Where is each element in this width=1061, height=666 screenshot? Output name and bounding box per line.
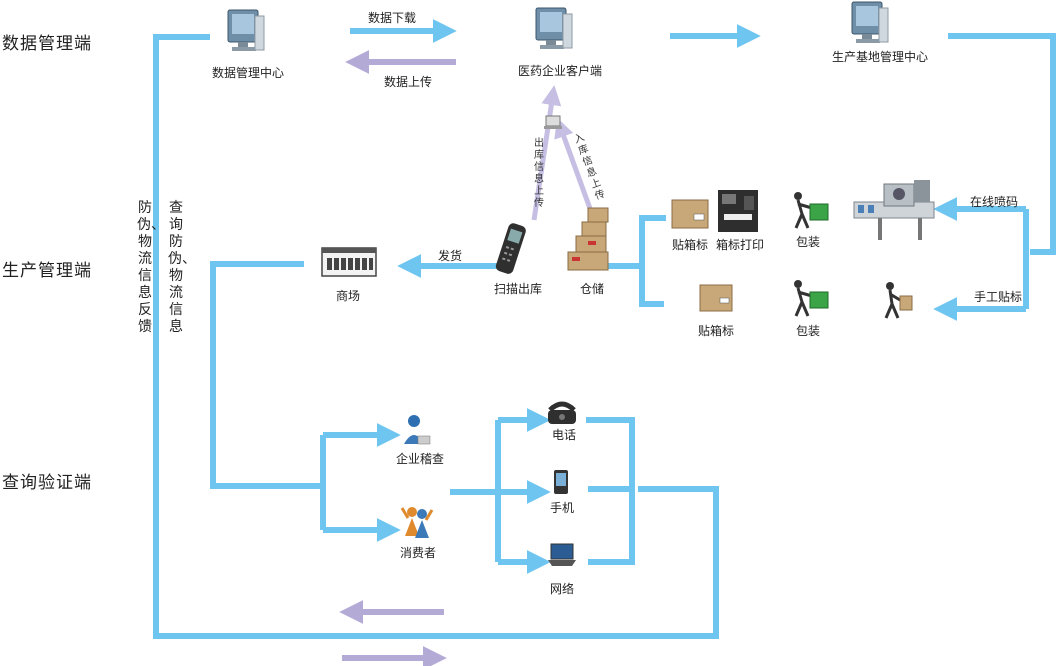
section-production-mgmt: 生产管理端 [2,261,92,281]
label-box-label-2: 贴箱标 [698,324,735,338]
mall-icon [321,247,377,277]
label-manual-label: 手工贴标 [974,290,1023,304]
label-download: 数据下载 [368,11,417,25]
label-out-upload: 出库信息上传 [534,138,544,209]
label-query: 查询防伪、物流信息 [168,200,196,335]
label-pharma-client: 医药企业客户端 [518,64,603,78]
flow-lines [153,33,1056,639]
packing-icon [794,280,829,317]
label-consumer: 消费者 [400,546,437,560]
labeling-machine-icon [853,180,935,240]
outer-loop-line [153,34,719,639]
label-box-label-1: 贴箱标 [672,238,709,252]
network-laptop-icon [548,543,576,566]
label-online-spray: 在线喷码 [970,195,1019,209]
label-pack-2: 包装 [796,324,821,338]
label-base-center: 生产基地管理中心 [832,50,929,64]
printer-icon [718,190,758,232]
label-storage: 仓储 [580,282,605,296]
label-feedback: 防伪、物流信息反馈 [137,200,165,335]
in-upload-arrow [554,117,595,215]
telephone-icon [548,401,576,424]
manual-label-icon [884,282,913,319]
box-label-icon [699,284,733,312]
out-upload-arrow [531,85,562,221]
label-pack-1: 包装 [796,235,821,249]
mobile-phone-icon [554,470,568,494]
label-mall: 商场 [336,289,361,303]
label-data-center: 数据管理中心 [212,66,285,80]
consumer-icon [400,507,434,538]
section-data-mgmt: 数据管理端 [2,34,92,54]
scanner-icon [495,223,526,274]
label-label-print: 箱标打印 [716,238,765,252]
prod-branch-line [639,215,664,307]
label-ship: 发货 [438,249,463,263]
packing-icon [794,192,829,229]
base-center-route [948,33,1056,255]
audit-person-icon [404,415,431,445]
label-upload: 数据上传 [384,75,433,89]
blue-arrows [323,19,1026,574]
laptop-icon [544,115,562,129]
computer-icon [535,7,573,49]
computer-icon [851,1,889,43]
label-phone: 电话 [552,428,577,442]
purple-arrows [339,50,595,666]
label-mobile: 手机 [550,501,575,515]
computer-icon [227,9,265,51]
label-network: 网络 [550,582,575,596]
label-scan-out: 扫描出库 [494,282,543,296]
storage-boxes-icon [567,207,609,271]
box-label-icon [671,199,709,229]
section-query-verify: 查询验证端 [2,473,92,493]
mall-to-query-line [210,261,323,489]
label-enterprise-audit: 企业稽查 [396,452,445,466]
